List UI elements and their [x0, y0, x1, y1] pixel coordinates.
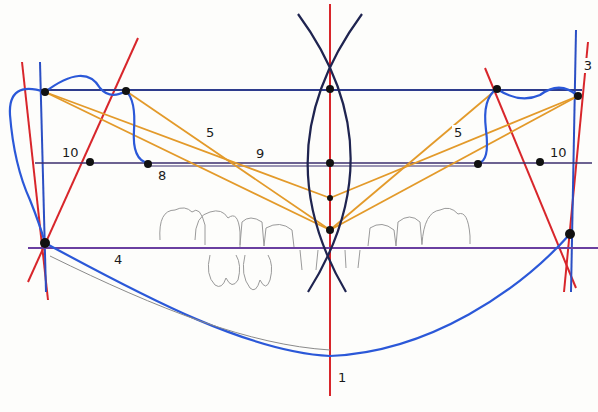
- callout-number: 4: [112, 252, 124, 267]
- measure-line: [45, 92, 330, 230]
- point: [86, 158, 94, 166]
- callout-number: 10: [548, 145, 569, 160]
- outline-curve: [45, 234, 570, 356]
- arc-line: [308, 14, 362, 292]
- callout-number: 5: [452, 125, 464, 140]
- point: [327, 195, 333, 201]
- point: [326, 226, 334, 234]
- outline-curve: [478, 89, 497, 163]
- callout-number: 1: [336, 370, 348, 385]
- point: [536, 158, 544, 166]
- measure-line: [330, 96, 578, 198]
- point: [40, 238, 50, 248]
- measure-line: [45, 92, 330, 198]
- arc-line: [298, 14, 351, 292]
- callout-number: 9: [254, 146, 266, 161]
- outline-curve: [50, 256, 330, 350]
- point: [565, 229, 575, 239]
- point: [574, 92, 582, 100]
- measure-line: [330, 89, 497, 230]
- measure-line: [330, 96, 578, 230]
- point: [144, 160, 152, 168]
- point: [326, 159, 334, 167]
- outline-curve: [497, 88, 578, 99]
- point: [326, 85, 334, 93]
- outline-curve: [10, 89, 45, 243]
- reference-line: [485, 68, 576, 288]
- outline-curve: [45, 76, 148, 163]
- point: [41, 88, 49, 96]
- measure-line: [126, 91, 330, 230]
- callout-number: 10: [60, 145, 81, 160]
- vertical-line: [571, 30, 576, 292]
- point: [493, 85, 501, 93]
- point: [474, 160, 482, 168]
- vertical-line: [40, 62, 46, 292]
- horizontal-line: [35, 162, 592, 164]
- reference-line: [28, 38, 138, 282]
- callout-number: 5: [204, 125, 216, 140]
- horizontal-line: [28, 247, 598, 249]
- point: [122, 87, 130, 95]
- callout-number: 3: [582, 58, 594, 73]
- callout-number: 8: [156, 168, 168, 183]
